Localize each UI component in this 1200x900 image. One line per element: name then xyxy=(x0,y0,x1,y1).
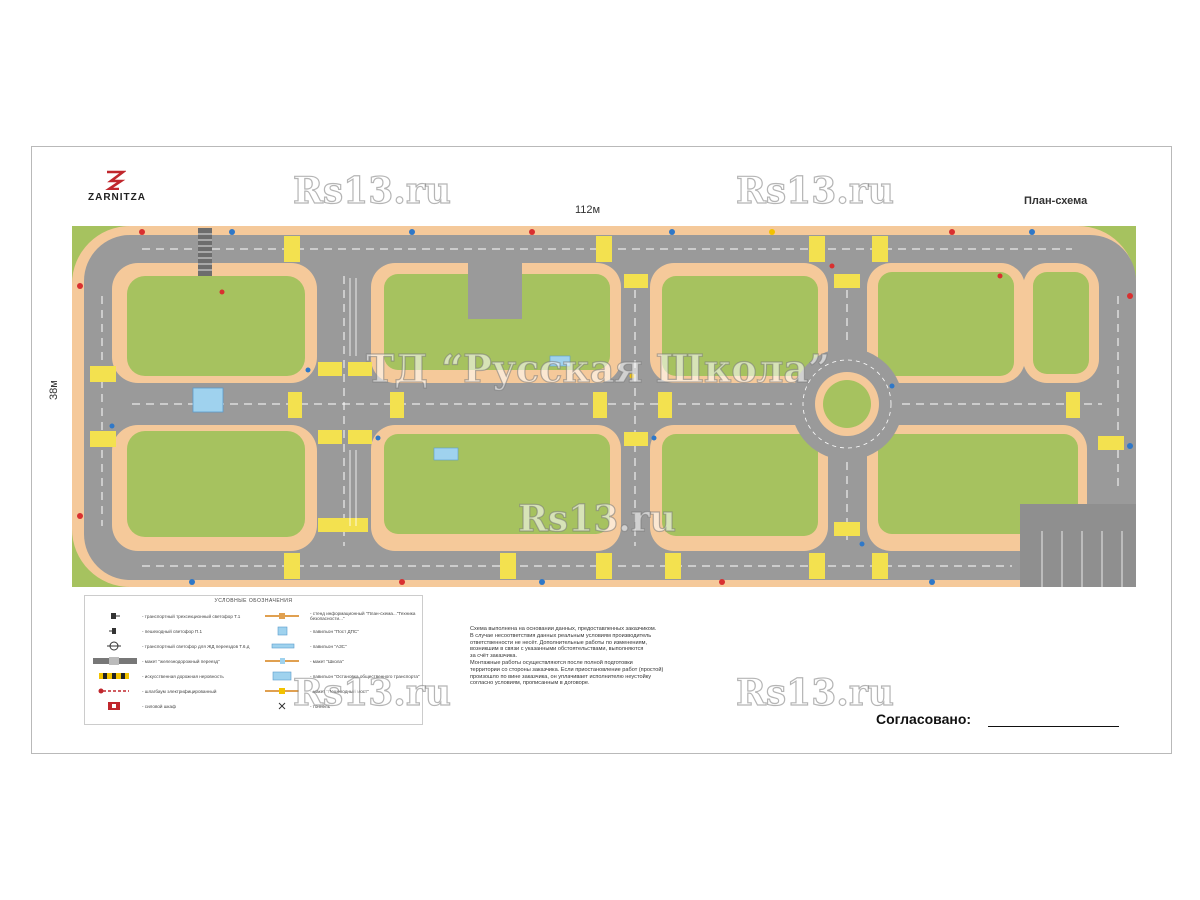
legend-item: - транспортный трехсекционный светофор Т… xyxy=(87,609,252,623)
block-grass xyxy=(384,434,610,534)
approval-signature-line xyxy=(988,726,1119,727)
legend-item: - пешеходный светофор П.1 xyxy=(87,624,252,638)
power-cabinet-icon xyxy=(108,702,120,710)
gas-station-icon xyxy=(271,643,295,649)
school-icon xyxy=(265,658,299,664)
block-grass xyxy=(384,274,610,370)
tunnel-icon xyxy=(278,702,286,710)
traffic-signs xyxy=(77,229,1133,585)
legend-item: - шлагбаум электрифицированный xyxy=(87,684,252,698)
block-grass xyxy=(662,276,818,376)
logo-text: ZARNITZA xyxy=(88,192,146,203)
legend-item: - павильон "АЗС" xyxy=(255,639,420,653)
traffic-light-icon xyxy=(111,613,120,619)
disclaimer-note: Схема выполнена на основании данных, пре… xyxy=(470,626,664,687)
legend-item: - тоннель xyxy=(255,699,420,713)
width-dimension: 112м xyxy=(575,204,601,216)
railway-crossing-icon xyxy=(93,657,137,665)
block-grass xyxy=(662,434,818,536)
logo: ZARNITZA xyxy=(82,168,152,208)
plan-title: План-схема xyxy=(1024,195,1088,207)
bus-stop-icon xyxy=(272,671,292,681)
legend-item: - макет "Школа" xyxy=(255,654,420,668)
legend-title: УСЛОВНЫЕ ОБОЗНАЧЕНИЯ xyxy=(214,598,293,604)
height-dimension: 38м xyxy=(48,380,60,400)
pedestrian-bridge xyxy=(192,387,224,413)
block-grass xyxy=(127,276,305,376)
school-model xyxy=(433,447,459,461)
railway-crossing xyxy=(198,228,212,276)
speed-bump-icon xyxy=(99,673,129,679)
police-post-icon xyxy=(277,626,288,636)
roundabout-marking xyxy=(802,359,892,449)
zarnitza-logo-icon xyxy=(105,170,126,190)
legend: УСЛОВНЫЕ ОБОЗНАЧЕНИЯ - транспортный трех… xyxy=(84,595,423,725)
traffic-playground-map xyxy=(72,226,1136,587)
legend-item: - павильон "Пост ДПС" xyxy=(255,624,420,638)
pedestrian-bridge-icon xyxy=(265,688,299,694)
barrier-icon xyxy=(98,688,129,694)
approval-label: Согласовано: xyxy=(876,711,972,727)
legend-item: - макет "Пешеходный мост" xyxy=(255,684,420,698)
legend-item: - искусственная дорожная неровность xyxy=(87,669,252,683)
legend-item: - павильон "Остановка общественного тран… xyxy=(255,669,420,683)
railway-light-icon xyxy=(107,641,121,651)
block-grass xyxy=(1033,272,1089,374)
pedestrian-light-icon xyxy=(109,628,116,634)
crosswalks xyxy=(90,236,1124,579)
info-stand-icon xyxy=(265,613,299,619)
roundabout-island xyxy=(823,380,871,428)
parking-area xyxy=(1020,504,1136,587)
fuel-station xyxy=(549,355,571,367)
legend-item: - транспортный светофор для ЖД переездов… xyxy=(87,639,252,653)
legend-item: - макет "железнодорожный переезд" xyxy=(87,654,252,668)
block-grass xyxy=(878,272,1014,376)
legend-item: - силовой шкаф xyxy=(87,699,252,713)
bus-stop-bay xyxy=(468,263,522,319)
block-grass xyxy=(127,431,305,537)
legend-item: - стенд информационный "План-схема..."Те… xyxy=(255,609,420,623)
